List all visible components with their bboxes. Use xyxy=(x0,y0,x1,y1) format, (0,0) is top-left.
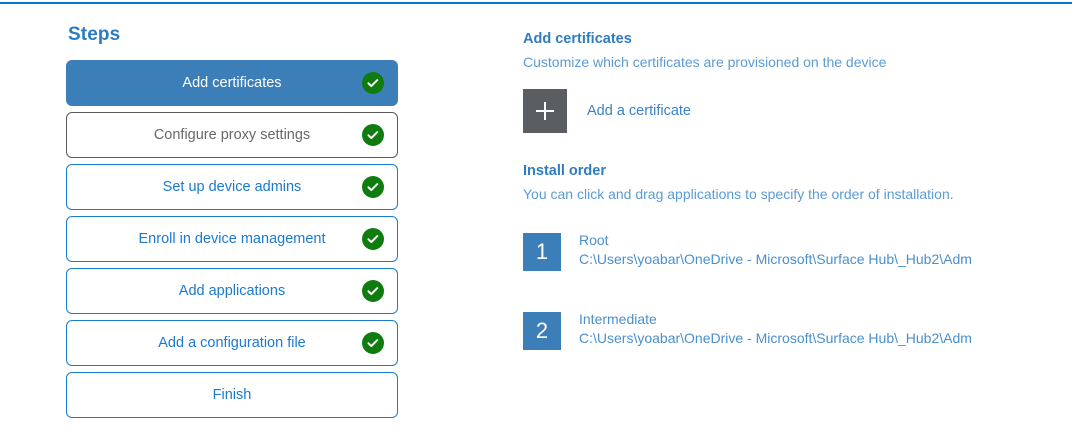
check-circle-icon xyxy=(362,124,384,146)
step-label: Add a configuration file xyxy=(158,335,306,351)
install-order-section: Install order You can click and drag app… xyxy=(523,162,1033,350)
check-circle-icon xyxy=(362,332,384,354)
section-subtitle-install-order: You can click and drag applications to s… xyxy=(523,186,954,202)
top-accent-rule xyxy=(0,2,1072,4)
add-a-certificate-button[interactable]: Add a certificate xyxy=(523,89,1033,133)
check-circle-icon xyxy=(362,72,384,94)
certificate-path: C:\Users\yoabar\OneDrive - Microsoft\Sur… xyxy=(579,251,972,267)
step-label: Add applications xyxy=(178,283,286,299)
steps-list: Add certificates Configure proxy setting… xyxy=(66,60,398,418)
step-label: Add certificates xyxy=(182,75,282,91)
sidebar-item-add-certificates[interactable]: Add certificates xyxy=(66,60,398,106)
sidebar-item-configure-proxy-settings[interactable]: Configure proxy settings xyxy=(66,112,398,158)
section-heading-install-order: Install order xyxy=(523,163,606,179)
check-circle-icon xyxy=(362,228,384,250)
sidebar-item-add-applications[interactable]: Add applications xyxy=(66,268,398,314)
certificate-name: Intermediate xyxy=(579,311,657,327)
check-circle-icon xyxy=(362,280,384,302)
plus-icon[interactable] xyxy=(523,89,567,133)
steps-panel-title: Steps xyxy=(68,24,121,45)
step-label: Set up device admins xyxy=(162,179,302,195)
detail-pane: Add certificates Customize which certifi… xyxy=(523,30,1033,389)
list-item[interactable]: 1 Root C:\Users\yoabar\OneDrive - Micros… xyxy=(523,231,1033,271)
section-subtitle-add-certificates: Customize which certificates are provisi… xyxy=(523,54,887,70)
step-label: Enroll in device management xyxy=(138,231,326,247)
certificate-info: Intermediate C:\Users\yoabar\OneDrive - … xyxy=(579,310,972,348)
sidebar-item-enroll-in-device-management[interactable]: Enroll in device management xyxy=(66,216,398,262)
step-label: Configure proxy settings xyxy=(153,127,311,143)
sidebar-item-set-up-device-admins[interactable]: Set up device admins xyxy=(66,164,398,210)
step-label: Finish xyxy=(212,387,252,403)
section-heading-add-certificates: Add certificates xyxy=(523,31,632,47)
check-circle-icon xyxy=(362,176,384,198)
certificate-path: C:\Users\yoabar\OneDrive - Microsoft\Sur… xyxy=(579,330,972,346)
add-certificates-section: Add certificates Customize which certifi… xyxy=(523,30,1033,133)
install-order-list: 1 Root C:\Users\yoabar\OneDrive - Micros… xyxy=(523,231,1033,350)
sidebar-item-finish[interactable]: Finish xyxy=(66,372,398,418)
certificate-info: Root C:\Users\yoabar\OneDrive - Microsof… xyxy=(579,231,972,269)
order-number-badge: 2 xyxy=(523,312,561,350)
certificate-name: Root xyxy=(579,232,609,248)
list-item[interactable]: 2 Intermediate C:\Users\yoabar\OneDrive … xyxy=(523,310,1033,350)
add-a-certificate-label: Add a certificate xyxy=(587,103,691,119)
sidebar-item-add-a-configuration-file[interactable]: Add a configuration file xyxy=(66,320,398,366)
order-number-badge: 1 xyxy=(523,233,561,271)
steps-panel: Steps Add certificates Configure proxy s… xyxy=(66,24,398,418)
